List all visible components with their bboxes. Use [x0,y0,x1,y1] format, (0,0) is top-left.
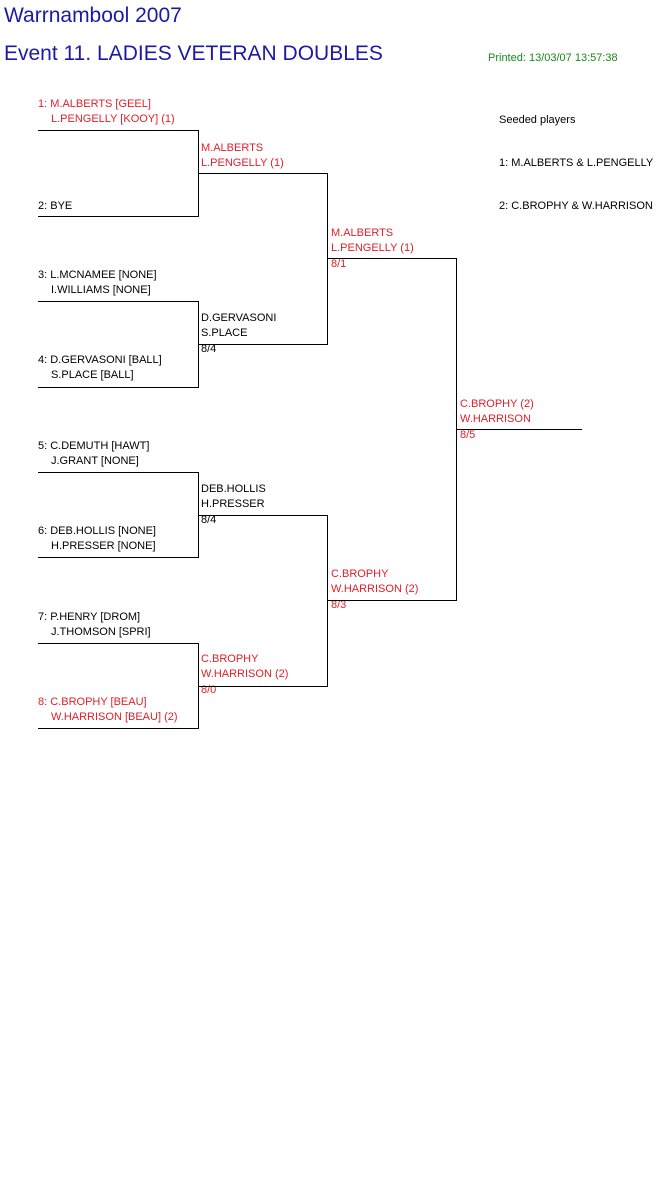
bracket-line [38,472,199,473]
winner-line2: L.PENGELLY (1) [331,242,414,254]
tournament-title: Warrnambool 2007 [4,4,182,27]
bracket-line [198,173,328,174]
entry-line2: J.GRANT [NONE] [51,455,139,467]
bracket-line [38,557,199,558]
bracket-line [198,643,199,728]
match-score: 8/5 [460,429,476,441]
match-score: 8/4 [201,343,217,355]
seeded-player-2: 2: C.BROPHY & W.HARRISON [499,200,653,212]
bracket-line [38,216,199,217]
champion-line1: C.BROPHY (2) [460,398,534,410]
winner-line2: H.PRESSER [201,498,265,510]
winner-line1: DEB.HOLLIS [201,483,266,495]
bracket-line [198,686,328,687]
printed-timestamp: Printed: 13/03/07 13:57:38 [488,52,618,64]
entry-line2: I.WILLIAMS [NONE] [51,284,151,296]
bracket-line [198,472,199,557]
event-title: Event 11. LADIES VETERAN DOUBLES [4,42,383,65]
bracket-line [38,130,199,131]
winner-line2: W.HARRISON (2) [331,583,419,595]
entry-line2: W.HARRISON [BEAU] (2) [51,711,178,723]
winner-line1: C.BROPHY [331,568,389,580]
winner-line1: M.ALBERTS [331,227,394,239]
seeded-player-1: 1: M.ALBERTS & L.PENGELLY [499,157,654,169]
winner-line2: W.HARRISON (2) [201,668,289,680]
bracket-line [198,344,328,345]
bracket-line [38,728,199,729]
bracket-line [327,600,457,601]
winner-line1: D.GERVASONI [201,312,277,324]
bracket-line [38,643,199,644]
entry-line1: 7: P.HENRY [DROM] [38,611,141,623]
bracket-line [38,387,199,388]
entry-line1: 8: C.BROPHY [BEAU] [38,696,147,708]
match-score: 8/0 [201,684,217,696]
entry-line2: L.PENGELLY [KOOY] (1) [51,113,175,125]
match-score: 8/4 [201,514,217,526]
match-score: 8/1 [331,258,347,270]
bracket-line [456,429,582,430]
bracket-line [198,515,328,516]
bracket-line [38,301,199,302]
seeded-heading: Seeded players [499,114,576,126]
entry-line1: 1: M.ALBERTS [GEEL] [38,98,151,110]
entry-line1: 4: D.GERVASONI [BALL] [38,354,162,366]
winner-line2: S.PLACE [201,327,248,339]
entry-line2: H.PRESSER [NONE] [51,540,156,552]
winner-line1: M.ALBERTS [201,142,264,154]
entry-line1: 5: C.DEMUTH [HAWT] [38,440,150,452]
champion-line2: W.HARRISON [460,413,531,425]
winner-line2: L.PENGELLY (1) [201,157,284,169]
entry-line1: 6: DEB.HOLLIS [NONE] [38,525,156,537]
entry-line1: 2: BYE [38,200,73,212]
winner-line1: C.BROPHY [201,653,259,665]
entry-line2: S.PLACE [BALL] [51,369,134,381]
bracket-line [327,258,457,259]
entry-line1: 3: L.MCNAMEE [NONE] [38,269,157,281]
match-score: 8/3 [331,599,347,611]
entry-line2: J.THOMSON [SPRI] [51,626,151,638]
